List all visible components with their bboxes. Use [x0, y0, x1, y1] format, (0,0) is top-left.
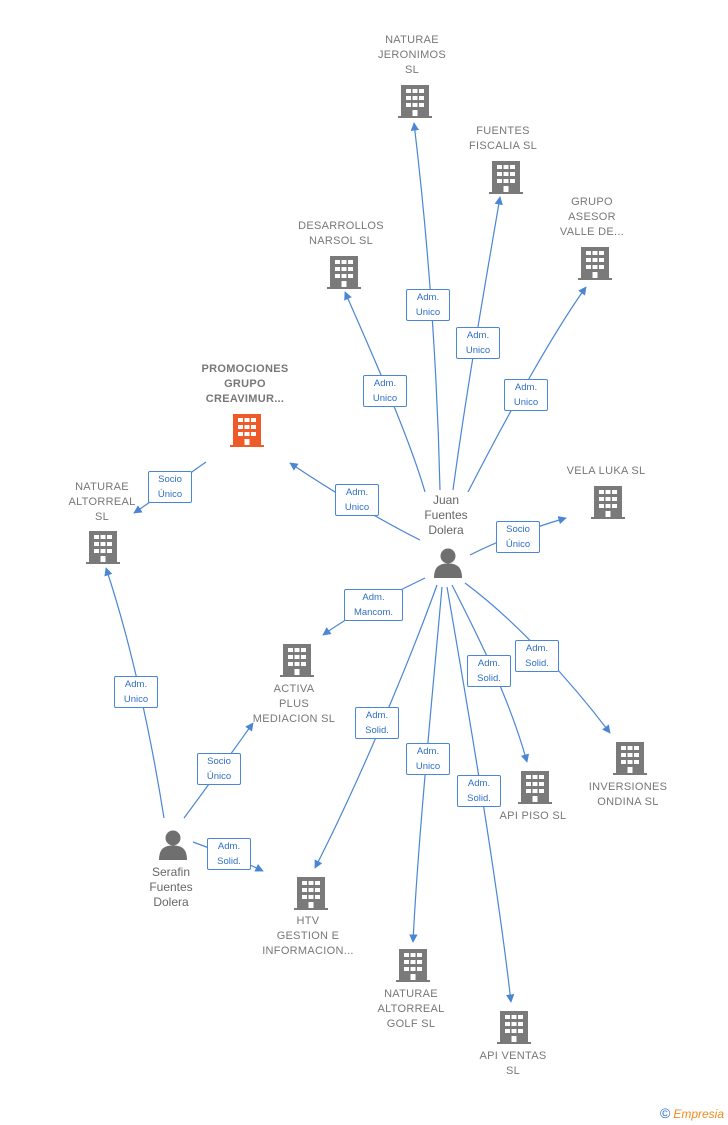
company-label-inversiones-ondina[interactable]: INVERSIONES ONDINA SL [588, 781, 668, 808]
serafin-person-icon[interactable] [159, 830, 187, 861]
naturae-golf-building-icon[interactable] [396, 949, 430, 982]
edge-label-adm-solid-serafin-htv: Adm. Solid. [207, 838, 251, 870]
vela-luka-building-icon[interactable] [591, 486, 625, 519]
company-label-naturae-golf[interactable]: NATURAE ALTORREAL GOLF SL [377, 988, 445, 1030]
edge-label-adm-unico-serafin-altorreal: Adm. Unico [114, 676, 158, 708]
promociones-building-icon[interactable] [230, 414, 264, 447]
edge-label-adm-solid-api-piso: Adm. Solid. [467, 655, 511, 687]
fuentes-fiscalia-building-icon[interactable] [489, 161, 523, 194]
edge-label-adm-solid-htv: Adm. Solid. [355, 707, 399, 739]
edge-label-adm-unico-promociones: Adm. Unico [335, 484, 379, 516]
company-label-desarrollos-narsol[interactable]: DESARROLLOS NARSOL SL [298, 220, 384, 247]
person-label-serafin[interactable]: Serafin Fuentes Dolera [149, 865, 193, 909]
footer-brand[interactable]: ©Empresia [660, 1105, 724, 1121]
htv-building-icon[interactable] [294, 877, 328, 910]
edge-juan-grupo-asesor [467, 286, 587, 493]
naturae-jeronimos-building-icon[interactable] [398, 85, 432, 118]
company-label-api-piso[interactable]: API PISO SL [499, 810, 567, 822]
api-piso-building-icon[interactable] [518, 771, 552, 804]
company-label-fuentes-fiscalia[interactable]: FUENTES FISCALIA SL [468, 125, 538, 152]
company-label-api-ventas[interactable]: API VENTAS SL [479, 1050, 547, 1077]
company-label-naturae-altorreal[interactable]: NATURAE ALTORREAL SL [68, 481, 136, 523]
grupo-asesor-building-icon[interactable] [578, 247, 612, 280]
edge-label-adm-unico-desarrollos: Adm. Unico [363, 375, 407, 407]
naturae-altorreal-building-icon[interactable] [86, 531, 120, 564]
company-label-htv[interactable]: HTV GESTION E INFORMACION... [262, 915, 354, 957]
activa-plus-building-icon[interactable] [280, 644, 314, 677]
edge-label-adm-unico-grupo-asesor: Adm. Unico [504, 379, 548, 411]
edge-label-adm-solid-inversiones: Adm. Solid. [515, 640, 559, 672]
edge-label-adm-mancom-activa: Adm. Mancom. [344, 589, 403, 621]
company-label-activa-plus[interactable]: ACTIVA PLUS MEDIACION SL [252, 683, 336, 725]
inversiones-ondina-building-icon[interactable] [613, 742, 647, 775]
company-label-vela-luka[interactable]: VELA LUKA SL [566, 465, 646, 477]
person-label-juan[interactable]: Juan Fuentes Dolera [424, 493, 468, 537]
edge-label-adm-solid-api-ventas: Adm. Solid. [457, 775, 501, 807]
edge-label-socio-unico-promociones: Socio Único [148, 471, 192, 503]
company-label-promociones[interactable]: PROMOCIONES GRUPO CREAVIMUR... [201, 363, 289, 405]
company-label-naturae-jeronimos[interactable]: NATURAE JERONIMOS SL [377, 34, 447, 76]
edge-label-socio-unico-vela-luka: Socio Único [496, 521, 540, 553]
edge-label-socio-unico-serafin-activa: Socio Único [197, 753, 241, 785]
edge-label-adm-unico-fiscalia: Adm. Unico [456, 327, 500, 359]
brand-name: Empresia [673, 1107, 724, 1121]
copyright-icon: © [659, 1105, 671, 1121]
juan-person-icon[interactable] [434, 548, 462, 579]
company-label-grupo-asesor[interactable]: GRUPO ASESOR VALLE DE... [559, 196, 625, 238]
desarrollos-narsol-building-icon[interactable] [327, 256, 361, 289]
edge-label-adm-unico-golf: Adm. Unico [406, 743, 450, 775]
api-ventas-building-icon[interactable] [497, 1011, 531, 1044]
edge-label-adm-unico-jeronimos: Adm. Unico [406, 289, 450, 321]
